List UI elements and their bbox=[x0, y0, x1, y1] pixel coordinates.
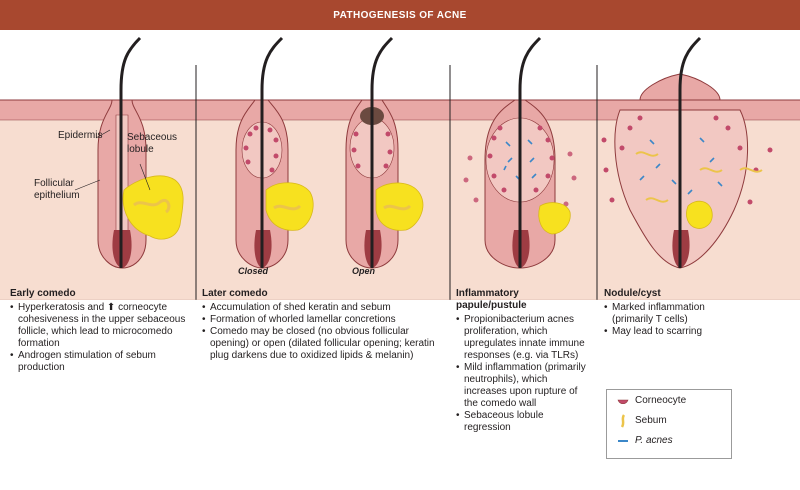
panel-papule-pustule: Inflammatory papule/pustule Propionibact… bbox=[456, 288, 592, 434]
label-closed: Closed bbox=[238, 266, 269, 276]
panel-later-comedo: Later comedo Accumulation of shed kerati… bbox=[202, 288, 446, 362]
figure-title: PATHOGENESIS OF ACNE bbox=[333, 9, 467, 21]
corneocyte-icon bbox=[617, 399, 629, 405]
title-bar: PATHOGENESIS OF ACNE bbox=[0, 0, 800, 30]
nodule-cyst-follicle bbox=[601, 36, 773, 269]
panel-heading: Later comedo bbox=[202, 288, 268, 299]
panel-item: Formation of whorled lamellar concretion… bbox=[202, 314, 446, 326]
panel-item: Propionibacterium acnes proliferation, w… bbox=[456, 314, 592, 362]
early-comedo-follicle bbox=[97, 36, 184, 269]
follicular-leader bbox=[74, 179, 101, 191]
sebum-icon bbox=[620, 414, 626, 428]
panel-item: Hyperkeratosis and ⬆ corneocyte cohesive… bbox=[10, 302, 192, 350]
panel-nodule-cyst: Nodule/cyst Marked inflammation (primari… bbox=[604, 288, 744, 338]
panel-item: Comedo may be closed (no obvious follicu… bbox=[202, 326, 446, 362]
legend: Corneocyte Sebum P. acnes bbox=[606, 389, 732, 459]
label-sebaceous-lobule: Sebaceous lobule bbox=[127, 132, 178, 155]
open-comedo-follicle bbox=[345, 36, 424, 269]
panel-item: May lead to scarring bbox=[604, 326, 744, 338]
papule-pustule-follicle bbox=[463, 36, 577, 269]
panel-item: Androgen stimulation of sebum production bbox=[10, 350, 192, 374]
panel-heading: Early comedo bbox=[10, 288, 76, 299]
acne-illustration bbox=[0, 36, 800, 300]
p-acnes-icon bbox=[618, 440, 628, 442]
panel-item: Marked inflammation (primarily T cells) bbox=[604, 302, 744, 326]
legend-corneocyte: Corneocyte bbox=[635, 395, 687, 406]
label-follicular-epithelium: Follicular epithelium bbox=[34, 178, 80, 201]
legend-sebum: Sebum bbox=[635, 415, 667, 426]
label-epidermis: Epidermis bbox=[58, 130, 103, 141]
sebaceous-leader bbox=[139, 163, 151, 191]
epidermis-leader bbox=[95, 129, 111, 139]
label-open: Open bbox=[352, 266, 376, 276]
panel-item: Sebaceous lobule regression bbox=[456, 410, 592, 434]
panel-heading: Nodule/cyst bbox=[604, 288, 661, 299]
legend-p-acnes: P. acnes bbox=[635, 435, 673, 446]
closed-comedo-follicle bbox=[235, 36, 314, 269]
panel-item: Mild inflammation (primarily neutrophils… bbox=[456, 362, 592, 410]
epidermis-layer bbox=[0, 100, 800, 120]
panel-early-comedo: Early comedo Hyperkeratosis and ⬆ corneo… bbox=[10, 288, 192, 374]
panel-item: Accumulation of shed keratin and sebum bbox=[202, 302, 446, 314]
sebaceous-lobule-1 bbox=[122, 175, 184, 240]
panel-heading: Inflammatory papule/pustule bbox=[456, 288, 527, 311]
